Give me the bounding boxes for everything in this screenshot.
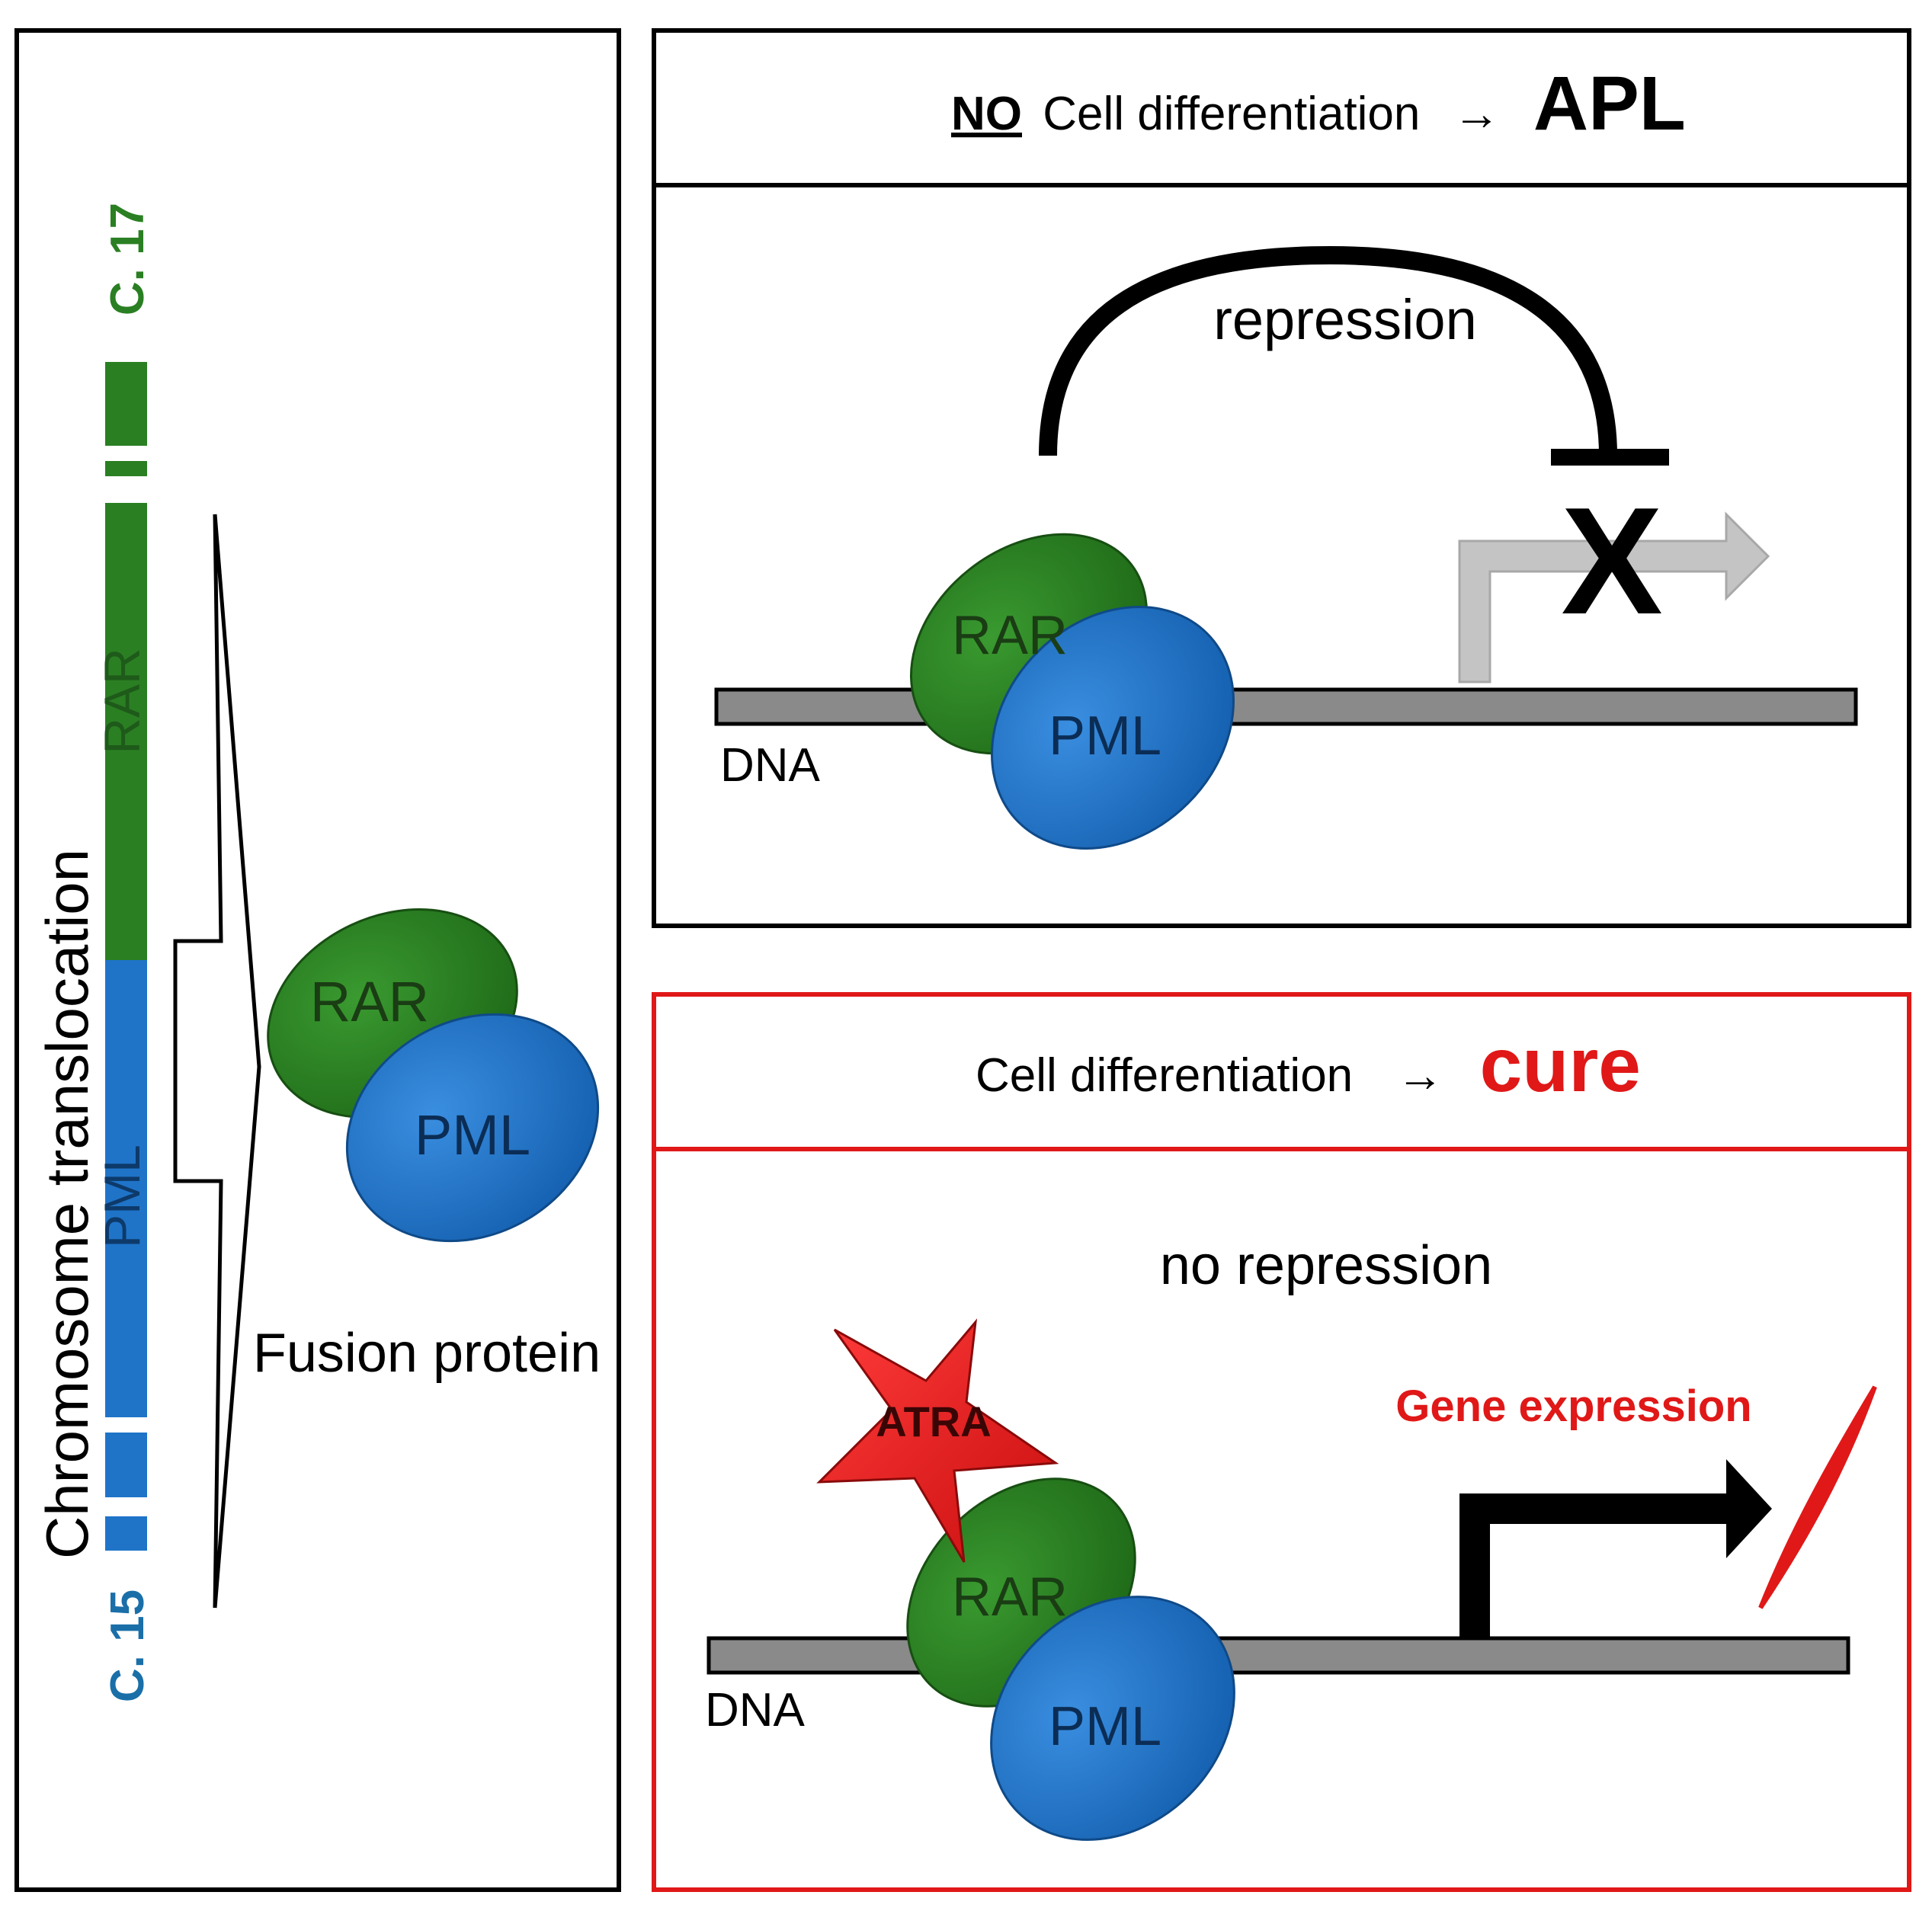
blocked-transcription-arrow (1458, 511, 1770, 683)
pml-segment (105, 960, 147, 1417)
blocked-x-mark: X (1561, 476, 1662, 646)
bottom-pml-label: PML (1049, 1696, 1161, 1757)
brace-tip (213, 514, 261, 1609)
top-dna-strand (714, 687, 1858, 726)
bottom-dna-strand (706, 1636, 1850, 1675)
chr15-label: C. 15 (101, 1589, 154, 1702)
repression-label: repression (1213, 288, 1477, 351)
bottom-header: Cell differentiation → cure (976, 1023, 1641, 1108)
left-panel: Chromosome translocation C. 17 C. 15 RAR… (14, 28, 621, 1892)
top-rar-label: RAR (952, 605, 1068, 666)
bottom-dna-label: DNA (705, 1684, 806, 1737)
top-dna-label: DNA (720, 739, 821, 792)
rar-segment-label: RAR (94, 648, 150, 754)
bottom-panel: Cell differentiation → cure no repressio… (652, 992, 1911, 1892)
top-panel-border (652, 28, 1911, 928)
top-pml-label: PML (1049, 706, 1161, 767)
top-header-result: APL (1533, 61, 1686, 146)
atra-star (816, 1318, 1059, 1563)
bottom-header-arrow: → (1396, 1049, 1443, 1102)
top-header-no: NO (951, 88, 1022, 140)
repression-arc (1039, 245, 1617, 456)
bottom-panel-border (652, 992, 1911, 1892)
no-repression-label: no repression (1160, 1235, 1492, 1296)
bottom-pml-ellipse (990, 1596, 1235, 1841)
gene-expression-label: Gene expression (1395, 1381, 1751, 1431)
top-header: NO Cell differentiation → APL (951, 61, 1686, 146)
pml-segment-label: PML (94, 1144, 150, 1248)
fusion-rar-label: RAR (310, 970, 429, 1033)
top-header-text: Cell differentiation (1043, 88, 1420, 140)
top-header-arrow: → (1453, 88, 1501, 140)
atra-label: ATRA (876, 1397, 991, 1445)
chromosome-translocation-title: Chromosome translocation (34, 849, 101, 1559)
rar-segment (105, 503, 147, 960)
fusion-pml-ellipse (345, 1013, 600, 1243)
bottom-header-text: Cell differentiation (976, 1049, 1353, 1102)
top-pml-ellipse (991, 606, 1235, 850)
chr15-fragment-bottom (105, 1516, 147, 1551)
bottom-header-result: cure (1480, 1023, 1641, 1108)
fusion-pml-label: PML (415, 1103, 530, 1167)
brace-left (173, 514, 223, 1609)
fusion-protein-caption: Fusion protein (253, 1323, 601, 1384)
transcript-squiggle (1758, 1385, 1877, 1609)
top-panel: NO Cell differentiation → APL repression… (652, 28, 1911, 928)
chr15-fragment-mid (105, 1433, 147, 1497)
active-transcription-arrow (1459, 1459, 1772, 1638)
chr17-label: C. 17 (101, 203, 154, 315)
chr17-gap (105, 446, 147, 461)
bottom-rar-label: RAR (952, 1567, 1068, 1628)
